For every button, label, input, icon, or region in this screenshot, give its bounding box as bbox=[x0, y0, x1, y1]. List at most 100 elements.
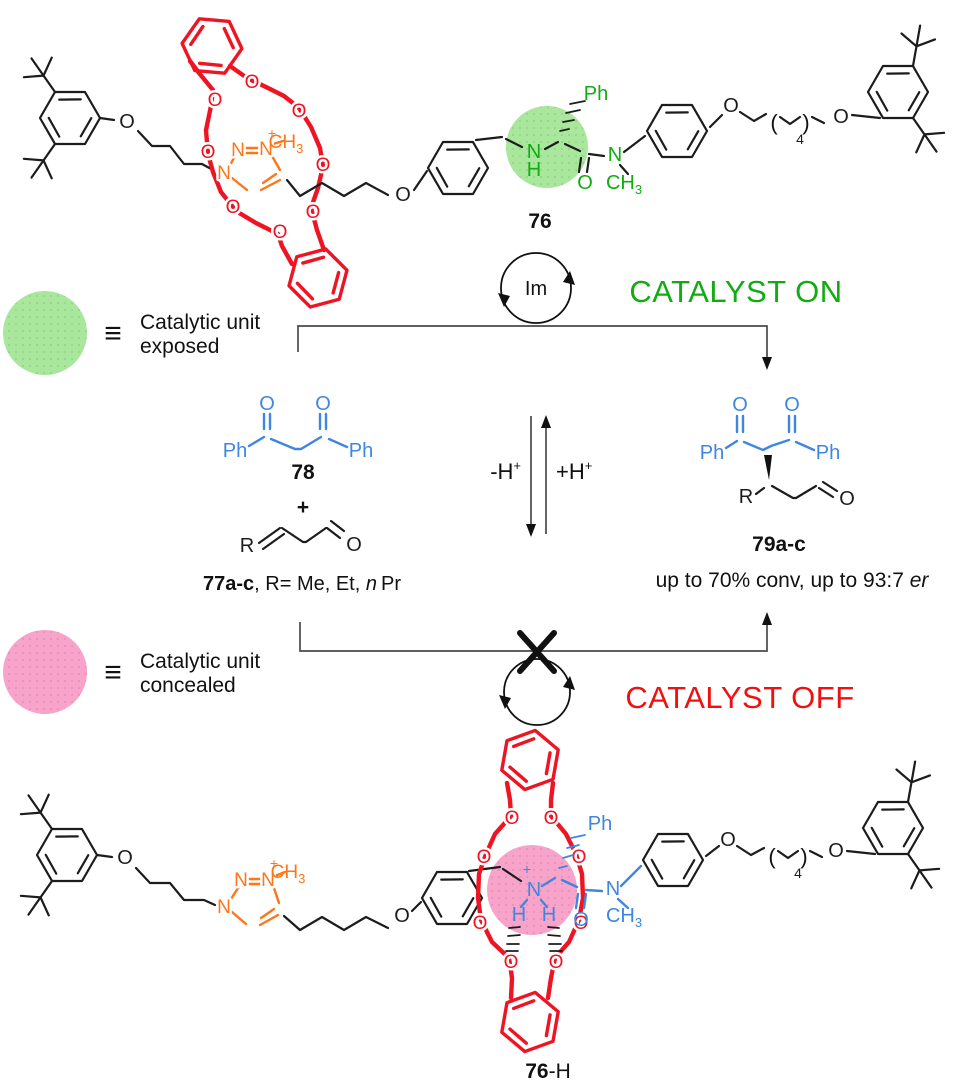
macrocycle-top: O O O O O O O O bbox=[174, 6, 353, 316]
top-structure-76: O O O O O O O O O bbox=[16, 6, 952, 316]
legend-pink-line2: concealed bbox=[140, 674, 236, 697]
repeat-count: 4 bbox=[794, 865, 802, 881]
wedge-bond bbox=[764, 455, 772, 480]
triazolium-top: N N N + CH3 bbox=[215, 125, 304, 192]
legend-green-line2: exposed bbox=[140, 335, 219, 358]
ketone-o: O bbox=[784, 394, 800, 416]
legend-exposed: ≡ Catalytic unit exposed bbox=[3, 291, 260, 375]
imidazole-exchange-symbol: Im bbox=[498, 252, 575, 324]
macrocycle-bottom: O O O O O O O O bbox=[470, 724, 591, 1058]
compound-76h-label: 76-H bbox=[525, 1060, 571, 1083]
plus-charge: + bbox=[523, 861, 531, 877]
bottom-structure-76h: O N N N + CH3 O bbox=[13, 724, 947, 1083]
repeat-count: 4 bbox=[796, 131, 804, 147]
n-methyl-label: CH3 bbox=[606, 905, 642, 930]
hydrogen-bond-hashes bbox=[505, 926, 563, 952]
phenyl-label: Ph bbox=[588, 813, 612, 835]
carbonyl-o: O bbox=[573, 909, 589, 931]
minus-h-label: -H+ bbox=[490, 458, 521, 484]
phenyl-label: Ph bbox=[223, 440, 247, 462]
compound-79-label: 79a-c bbox=[752, 533, 806, 556]
axle-chain-mid-bottom: O bbox=[282, 900, 423, 932]
crown-oxygen: O bbox=[226, 197, 241, 218]
amine-h: H bbox=[527, 159, 541, 181]
catalyst-on-arrow bbox=[297, 325, 772, 370]
crown-oxygen: O bbox=[549, 952, 564, 973]
anilide-phenylene-bottom: O bbox=[634, 819, 738, 901]
product-79: Ph O O Ph R O 79a-c up to 70% conv, up t… bbox=[656, 394, 930, 592]
crown-oxygen: O bbox=[477, 847, 492, 868]
phenyl-label: Ph bbox=[700, 442, 724, 464]
oxygen-label: O bbox=[119, 111, 135, 133]
amine-n: N bbox=[527, 141, 541, 163]
crown-oxygen: O bbox=[505, 808, 520, 829]
right-ditbu-aryl-bottom bbox=[854, 757, 947, 899]
axle-chain-mid: O bbox=[285, 169, 429, 209]
green-legend-dots bbox=[3, 291, 87, 375]
paren-close: ) bbox=[802, 110, 809, 135]
plus-sign: + bbox=[297, 496, 309, 519]
triazole-n1: N bbox=[217, 897, 231, 918]
legend-pink-line1: Catalytic unit bbox=[140, 650, 260, 673]
equiv-symbol: ≡ bbox=[104, 317, 122, 350]
oxygen-label: O bbox=[833, 106, 849, 128]
catalyst-off-text: CATALYST OFF bbox=[625, 680, 854, 715]
ammonium-h: H bbox=[542, 904, 556, 926]
right-ditbu-aryl bbox=[859, 21, 952, 163]
axle-chain-left bbox=[136, 129, 215, 172]
carbonyl-o: O bbox=[577, 172, 593, 194]
compound-76-label: 76 bbox=[528, 210, 551, 233]
phenyl-label: Ph bbox=[349, 440, 373, 462]
hashed-wedge bbox=[558, 834, 586, 869]
crown-oxygen: O bbox=[504, 952, 519, 973]
aldehyde-o: O bbox=[346, 534, 362, 556]
crown-oxygen: O bbox=[273, 222, 288, 243]
crown-oxygen: O bbox=[306, 202, 321, 223]
oxygen-label: O bbox=[117, 847, 133, 869]
crown-oxygen: O bbox=[208, 90, 223, 111]
n-methyl-label: CH3 bbox=[269, 132, 304, 156]
benzyl-phenylene-bottom bbox=[413, 857, 523, 939]
right-alkyl-chain: ( ) 4 O bbox=[738, 104, 882, 147]
compound-78-label: 78 bbox=[291, 461, 315, 484]
oxygen-label: O bbox=[395, 184, 411, 206]
pink-highlight-dots bbox=[487, 845, 577, 935]
ketone-o: O bbox=[732, 394, 748, 416]
triazole-n3: N bbox=[261, 870, 275, 891]
r-group-label: R bbox=[739, 486, 753, 508]
crown-oxygen: O bbox=[574, 913, 589, 934]
oxygen-label: O bbox=[720, 829, 736, 851]
ammonium-n: N bbox=[527, 879, 541, 901]
ammonium-unit-bottom: + N H H Ph bbox=[505, 813, 643, 952]
paren-open: ( bbox=[768, 844, 776, 869]
exchange-symbol-off bbox=[499, 658, 575, 726]
oxygen-label: O bbox=[723, 95, 739, 117]
crown-oxygen: O bbox=[201, 142, 216, 163]
plus-h-label: +H+ bbox=[556, 458, 592, 484]
catalyst-on-text: CATALYST ON bbox=[629, 274, 842, 309]
paren-open: ( bbox=[770, 110, 778, 135]
crown-oxygen: O bbox=[316, 155, 331, 176]
paren-close: ) bbox=[800, 844, 807, 869]
equiv-symbol: ≡ bbox=[104, 656, 122, 689]
oxygen-label: O bbox=[394, 905, 410, 927]
phenyl-label: Ph bbox=[816, 442, 840, 464]
blocked-x-mark bbox=[517, 630, 557, 674]
right-alkyl-chain-bottom: ( ) 4 O bbox=[735, 838, 877, 881]
ammonium-h: H bbox=[512, 904, 526, 926]
ketone-o: O bbox=[259, 393, 275, 415]
aldehyde-o: O bbox=[839, 488, 855, 510]
triazolium-bottom: N N N + CH3 bbox=[215, 855, 306, 927]
crown-oxygen: O bbox=[473, 913, 488, 934]
substrate-78: Ph O O Ph 78 bbox=[223, 393, 373, 484]
n-methyl-label: CH3 bbox=[606, 172, 642, 197]
amide-n: N bbox=[608, 144, 622, 166]
triazole-n2: N bbox=[231, 140, 245, 161]
n-methyl-label: CH3 bbox=[271, 862, 306, 886]
left-ditbu-aryl: O bbox=[16, 47, 137, 189]
r-group-label: R bbox=[240, 535, 254, 557]
